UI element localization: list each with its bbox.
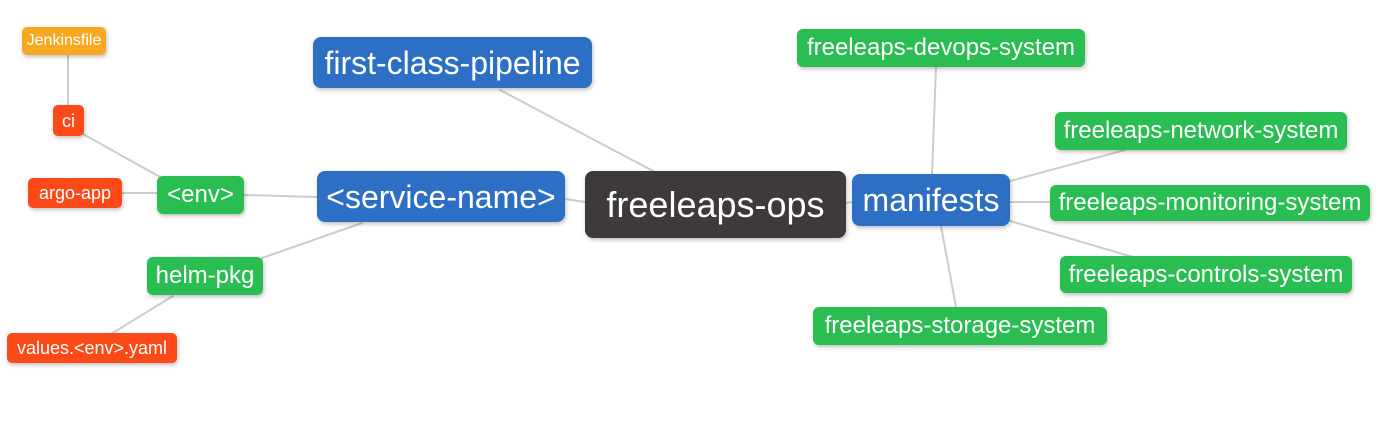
node-argo-app[interactable]: argo-app (28, 178, 122, 208)
edge-manifests-devops (931, 66, 937, 175)
edge-manifests-controls (1009, 220, 1134, 258)
edge-first-class-pipeline-root (499, 89, 656, 173)
edge-manifests-storage (940, 225, 957, 308)
node-manifests[interactable]: manifests (852, 174, 1010, 226)
node-freeleaps-ops-root[interactable]: freeleaps-ops (585, 171, 846, 238)
node-env[interactable]: <env> (157, 176, 244, 214)
edge-service-name-root (564, 198, 586, 203)
node-values-env-yaml[interactable]: values.<env>.yaml (7, 333, 177, 363)
node-service-name[interactable]: <service-name> (317, 171, 565, 222)
edge-helm-pkg-values-yaml (110, 295, 174, 335)
node-ci[interactable]: ci (53, 105, 84, 136)
node-helm-pkg[interactable]: helm-pkg (147, 257, 263, 295)
node-storage-system[interactable]: freeleaps-storage-system (813, 307, 1107, 345)
edge-helm-pkg-service-name (261, 222, 363, 259)
edge-ci-env (82, 133, 161, 178)
node-jenkinsfile[interactable]: Jenkinsfile (22, 27, 106, 55)
node-devops-system[interactable]: freeleaps-devops-system (797, 29, 1085, 67)
node-monitoring-system[interactable]: freeleaps-monitoring-system (1050, 185, 1370, 221)
node-controls-system[interactable]: freeleaps-controls-system (1060, 256, 1352, 293)
edge-manifests-network (1009, 149, 1126, 182)
edge-env-service-name (243, 194, 318, 198)
node-first-class-pipeline[interactable]: first-class-pipeline (313, 37, 592, 88)
node-network-system[interactable]: freeleaps-network-system (1055, 112, 1347, 150)
